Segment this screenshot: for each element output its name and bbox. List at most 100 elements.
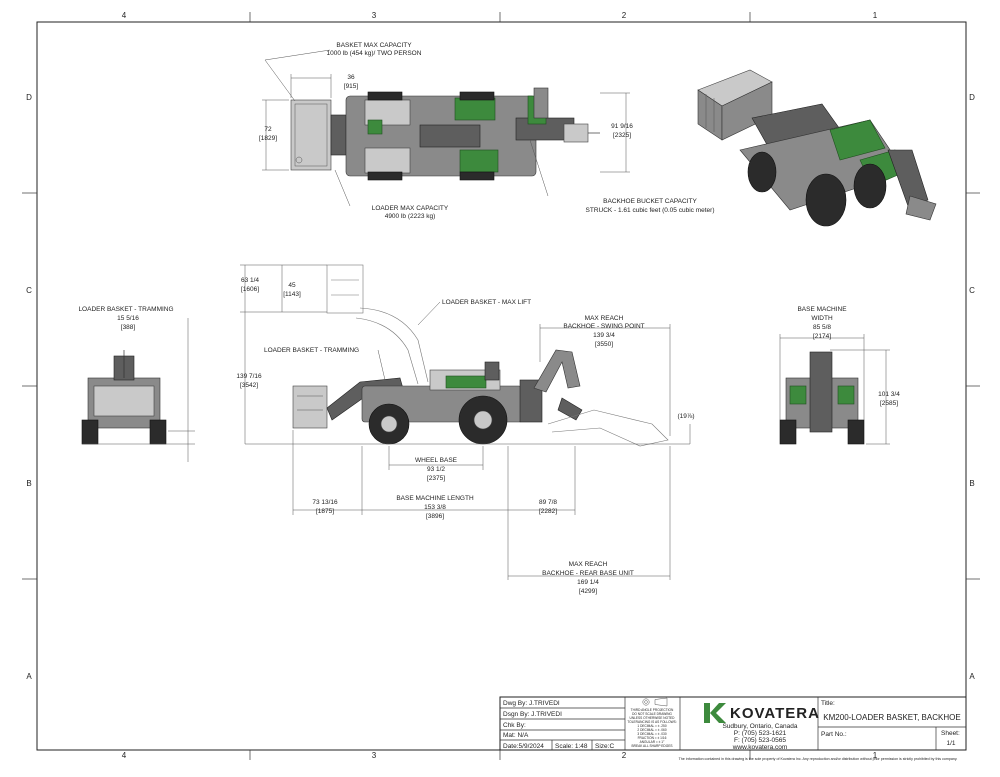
- projection-line-9: ANGULAR = ± 1°: [640, 740, 665, 744]
- backhoe-capacity-value: STRUCK - 1.61 cubic feet (0.05 cubic met…: [586, 207, 715, 214]
- dwg-by: Dwg By: J.TRIVEDI: [503, 700, 560, 707]
- projection-line-3: UNLESS OTHERWISE NOTED: [630, 716, 676, 720]
- rear-dim: 169 1/4: [577, 579, 599, 586]
- side-dim-73-mm: [1875]: [316, 508, 334, 515]
- company-fax: F: (705) 523-0565: [734, 737, 786, 744]
- front-view-label: LOADER BASKET - TRAMMING: [78, 306, 173, 313]
- base-length-mm: [3896]: [426, 513, 444, 520]
- title-label: Title:: [821, 700, 835, 707]
- proprietary-notice: The information contained in this drawin…: [679, 757, 958, 761]
- side-dim-89-mm: [2282]: [539, 508, 557, 515]
- side-dim-89: 89 7/8: [539, 499, 557, 506]
- row-label-right-c: C: [969, 286, 975, 295]
- material: Mat: N/A: [503, 732, 529, 739]
- company-address: Sudbury, Ontario, Canada: [722, 723, 797, 730]
- rear-view-label-2: WIDTH: [811, 315, 833, 322]
- rear-title: MAX REACH: [569, 561, 608, 568]
- top-dim-36-mm: [915]: [344, 83, 359, 90]
- col-label-bottom-3: 3: [372, 751, 377, 760]
- side-dim-19: (19⅞): [678, 413, 695, 420]
- swing-dim-mm: [3550]: [595, 341, 613, 348]
- side-dim-73: 73 13/16: [312, 499, 338, 506]
- title-block: Dwg By: J.TRIVEDI Dsgn By: J.TRIVEDI Chk…: [499, 696, 967, 751]
- company-name: KOVATERA: [730, 705, 820, 722]
- company-phone: P: (705) 523-1621: [734, 730, 787, 737]
- backhoe-capacity-title: BACKHOE BUCKET CAPACITY: [603, 198, 697, 205]
- row-label-right-a: A: [969, 672, 975, 681]
- drawing-title: KM200-LOADER BASKET, BACKHOE: [823, 713, 960, 722]
- company-website: www.kovatera.com: [732, 744, 788, 751]
- label-tramming: LOADER BASKET - TRAMMING: [264, 347, 359, 354]
- size: Size:C: [595, 743, 614, 750]
- col-label-bottom-4: 4: [122, 751, 127, 760]
- col-label-top-1: 1: [873, 11, 878, 20]
- projection-symbol: [642, 697, 668, 707]
- grid-labels: 4 3 2 1 4 3 2 1 D C B A D C B A: [26, 11, 975, 760]
- projection-line-10: BREAK ALL SHARP EDGES: [632, 744, 673, 748]
- sheet-number: 1/1: [946, 740, 955, 747]
- rear-view-dim-mm: [2174]: [813, 333, 831, 340]
- scale: Scale: 1:48: [555, 743, 588, 750]
- swing-title: MAX REACH: [585, 315, 624, 322]
- top-dim-36: 36: [347, 74, 355, 81]
- part-number: Part No.:: [821, 731, 847, 738]
- sheet-label: Sheet:: [941, 730, 960, 737]
- front-view-dim: 15 5/16: [117, 315, 139, 322]
- projection-line-8: FRACTION = ± 1/16: [638, 736, 667, 740]
- projection-line-1: THIRD ANGLE PROJECTION: [631, 708, 674, 712]
- wheel-base-mm: [2375]: [427, 475, 445, 482]
- row-label-left-d: D: [26, 93, 32, 102]
- swing-dim: 139 3/4: [593, 332, 615, 339]
- rear-view: BASE MACHINE WIDTH 85 5/8 [2174] 101 3/4…: [779, 306, 900, 445]
- side-dim-45: 45: [288, 282, 296, 289]
- chk-by: Chk By:: [503, 722, 526, 729]
- projection-line-7: 3 DECIMAL = ± .030: [637, 732, 666, 736]
- date: Date:5/9/2024: [503, 743, 544, 750]
- rear-view-height: 101 3/4: [878, 391, 900, 398]
- top-dim-72-mm: [1829]: [259, 135, 277, 142]
- swing-subtitle: BACKHOE - SWING POINT: [563, 323, 644, 330]
- basket-capacity-title: BASKET MAX CAPACITY: [336, 42, 412, 49]
- row-label-right-d: D: [969, 93, 975, 102]
- front-view-dim-mm: [388]: [121, 324, 136, 331]
- top-dim-91: 91 9/16: [611, 123, 633, 130]
- side-dim-63: 63 1/4: [241, 277, 259, 284]
- projection-line-5: 1 DECIMAL = ± .250: [637, 724, 666, 728]
- col-label-top-2: 2: [622, 11, 627, 20]
- top-dim-72: 72: [264, 126, 272, 133]
- rear-view-height-mm: [2585]: [880, 400, 898, 407]
- col-label-top-3: 3: [372, 11, 377, 20]
- rear-view-dim: 85 5/8: [813, 324, 831, 331]
- projection-line-4: TOLERANCING IS AS FOLLOWS:: [627, 720, 676, 724]
- side-dim-63-mm: [1606]: [241, 286, 259, 293]
- row-label-left-a: A: [26, 672, 32, 681]
- front-view: LOADER BASKET - TRAMMING 15 5/16 [388]: [78, 306, 195, 462]
- side-dim-139: 139 7/16: [236, 373, 262, 380]
- row-label-left-b: B: [26, 479, 31, 488]
- side-dim-139-mm: [3542]: [240, 382, 258, 389]
- loader-capacity-title: LOADER MAX CAPACITY: [372, 205, 449, 212]
- row-label-left-c: C: [26, 286, 32, 295]
- wheel-base-label: WHEEL BASE: [415, 457, 458, 464]
- rear-view-label-1: BASE MACHINE: [797, 306, 847, 313]
- base-length-dim: 153 3/8: [424, 504, 446, 511]
- loader-capacity-value: 4900 lb (2223 kg): [385, 213, 436, 220]
- col-label-bottom-1: 1: [873, 751, 878, 760]
- projection-line-2: DO NOT SCALE DRAWING: [632, 712, 672, 716]
- col-label-bottom-2: 2: [622, 751, 627, 760]
- basket-capacity-value: 1000 lb (454 kg)/ TWO PERSON: [327, 50, 422, 57]
- side-view: 63 1/4 [1606] 45 [1143] 139 7/16 [3542] …: [236, 264, 695, 595]
- rear-dim-mm: [4299]: [579, 588, 597, 595]
- rear-subtitle: BACKHOE - REAR BASE UNIT: [542, 570, 634, 577]
- kovatera-logo-icon: [704, 703, 726, 723]
- top-view: 36 [915] 72 [1829] 91 9/16 [2325] BASKET…: [259, 42, 715, 220]
- isometric-view: [697, 69, 937, 227]
- side-dim-45-mm: [1143]: [283, 291, 301, 298]
- col-label-top-4: 4: [122, 11, 127, 20]
- dsgn-by: Dsgn By: J.TRIVEDI: [503, 711, 562, 718]
- projection-line-6: 2 DECIMAL = ± .060: [637, 728, 666, 732]
- wheel-base-dim: 93 1/2: [427, 466, 445, 473]
- row-label-right-b: B: [969, 479, 974, 488]
- base-length-label: BASE MACHINE LENGTH: [396, 495, 474, 502]
